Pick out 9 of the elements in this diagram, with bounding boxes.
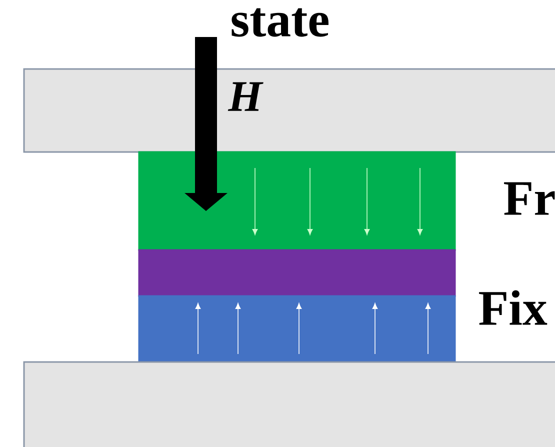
free-layer xyxy=(138,151,456,251)
fixed-layer xyxy=(138,295,456,363)
field-label: H xyxy=(228,82,264,111)
layer-label: Fix xyxy=(479,290,548,325)
electrode-plate xyxy=(23,68,555,153)
barrier-layer xyxy=(138,249,456,297)
state-label: state xyxy=(232,8,328,37)
electrode-plate xyxy=(23,361,555,447)
layer-label: Fr xyxy=(504,182,555,215)
